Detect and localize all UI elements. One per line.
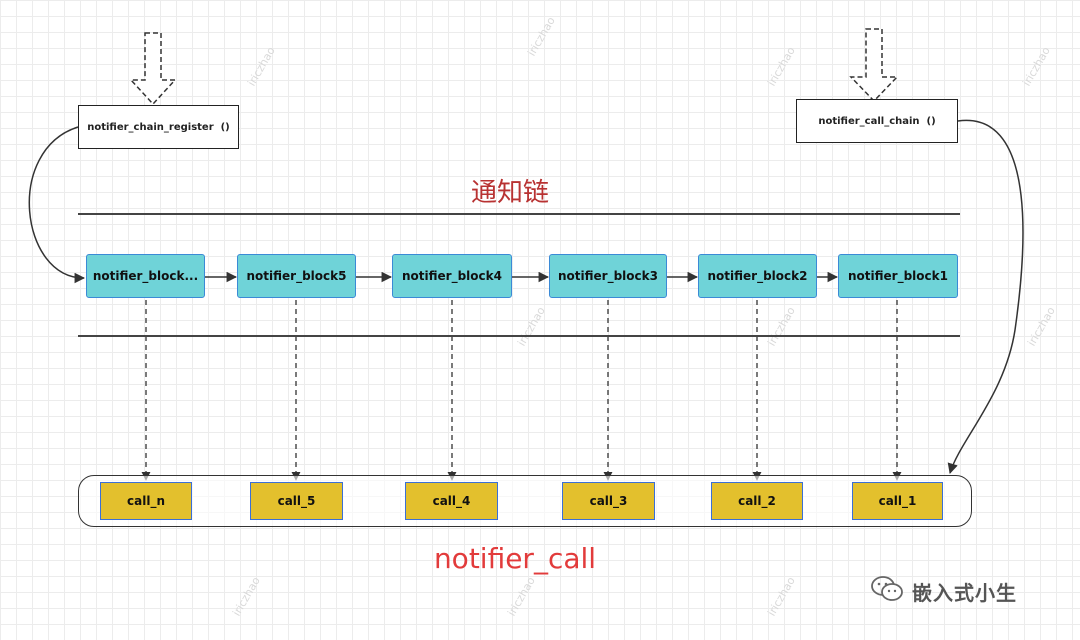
call-box: call_4 (405, 482, 498, 520)
notifier-block: notifier_block1 (838, 254, 958, 298)
notifier-block: notifier_block4 (392, 254, 512, 298)
call-box: call_3 (562, 482, 655, 520)
register-curve (28, 126, 86, 284)
call-chain-function-box: notifier_call_chain () (796, 99, 958, 143)
register-function-box: notifier_chain_register () (78, 105, 239, 149)
call-chain-curve (947, 119, 1024, 475)
notifier-block: notifier_block2 (698, 254, 817, 298)
call-chain-entry-arrow (849, 28, 899, 103)
notifier-call-title: notifier_call (433, 542, 597, 575)
register-entry-arrow (129, 32, 177, 106)
brand-badge: 嵌入式小生 (870, 575, 1017, 607)
notifier-block: notifier_block5 (237, 254, 356, 298)
chain-title: 通知链 (470, 178, 549, 208)
call-box: call_n (100, 482, 192, 520)
call-box: call_5 (250, 482, 343, 520)
chain-top-rule (78, 213, 960, 215)
wechat-icon (870, 575, 904, 607)
call-box: call_1 (852, 482, 943, 520)
notifier-call-container (78, 475, 972, 527)
brand-name: 嵌入式小生 (912, 580, 1017, 605)
chain-bottom-rule (78, 335, 960, 337)
notifier-block: notifier_block3 (549, 254, 667, 298)
call-box: call_2 (711, 482, 803, 520)
notifier-block: notifier_block... (86, 254, 205, 298)
